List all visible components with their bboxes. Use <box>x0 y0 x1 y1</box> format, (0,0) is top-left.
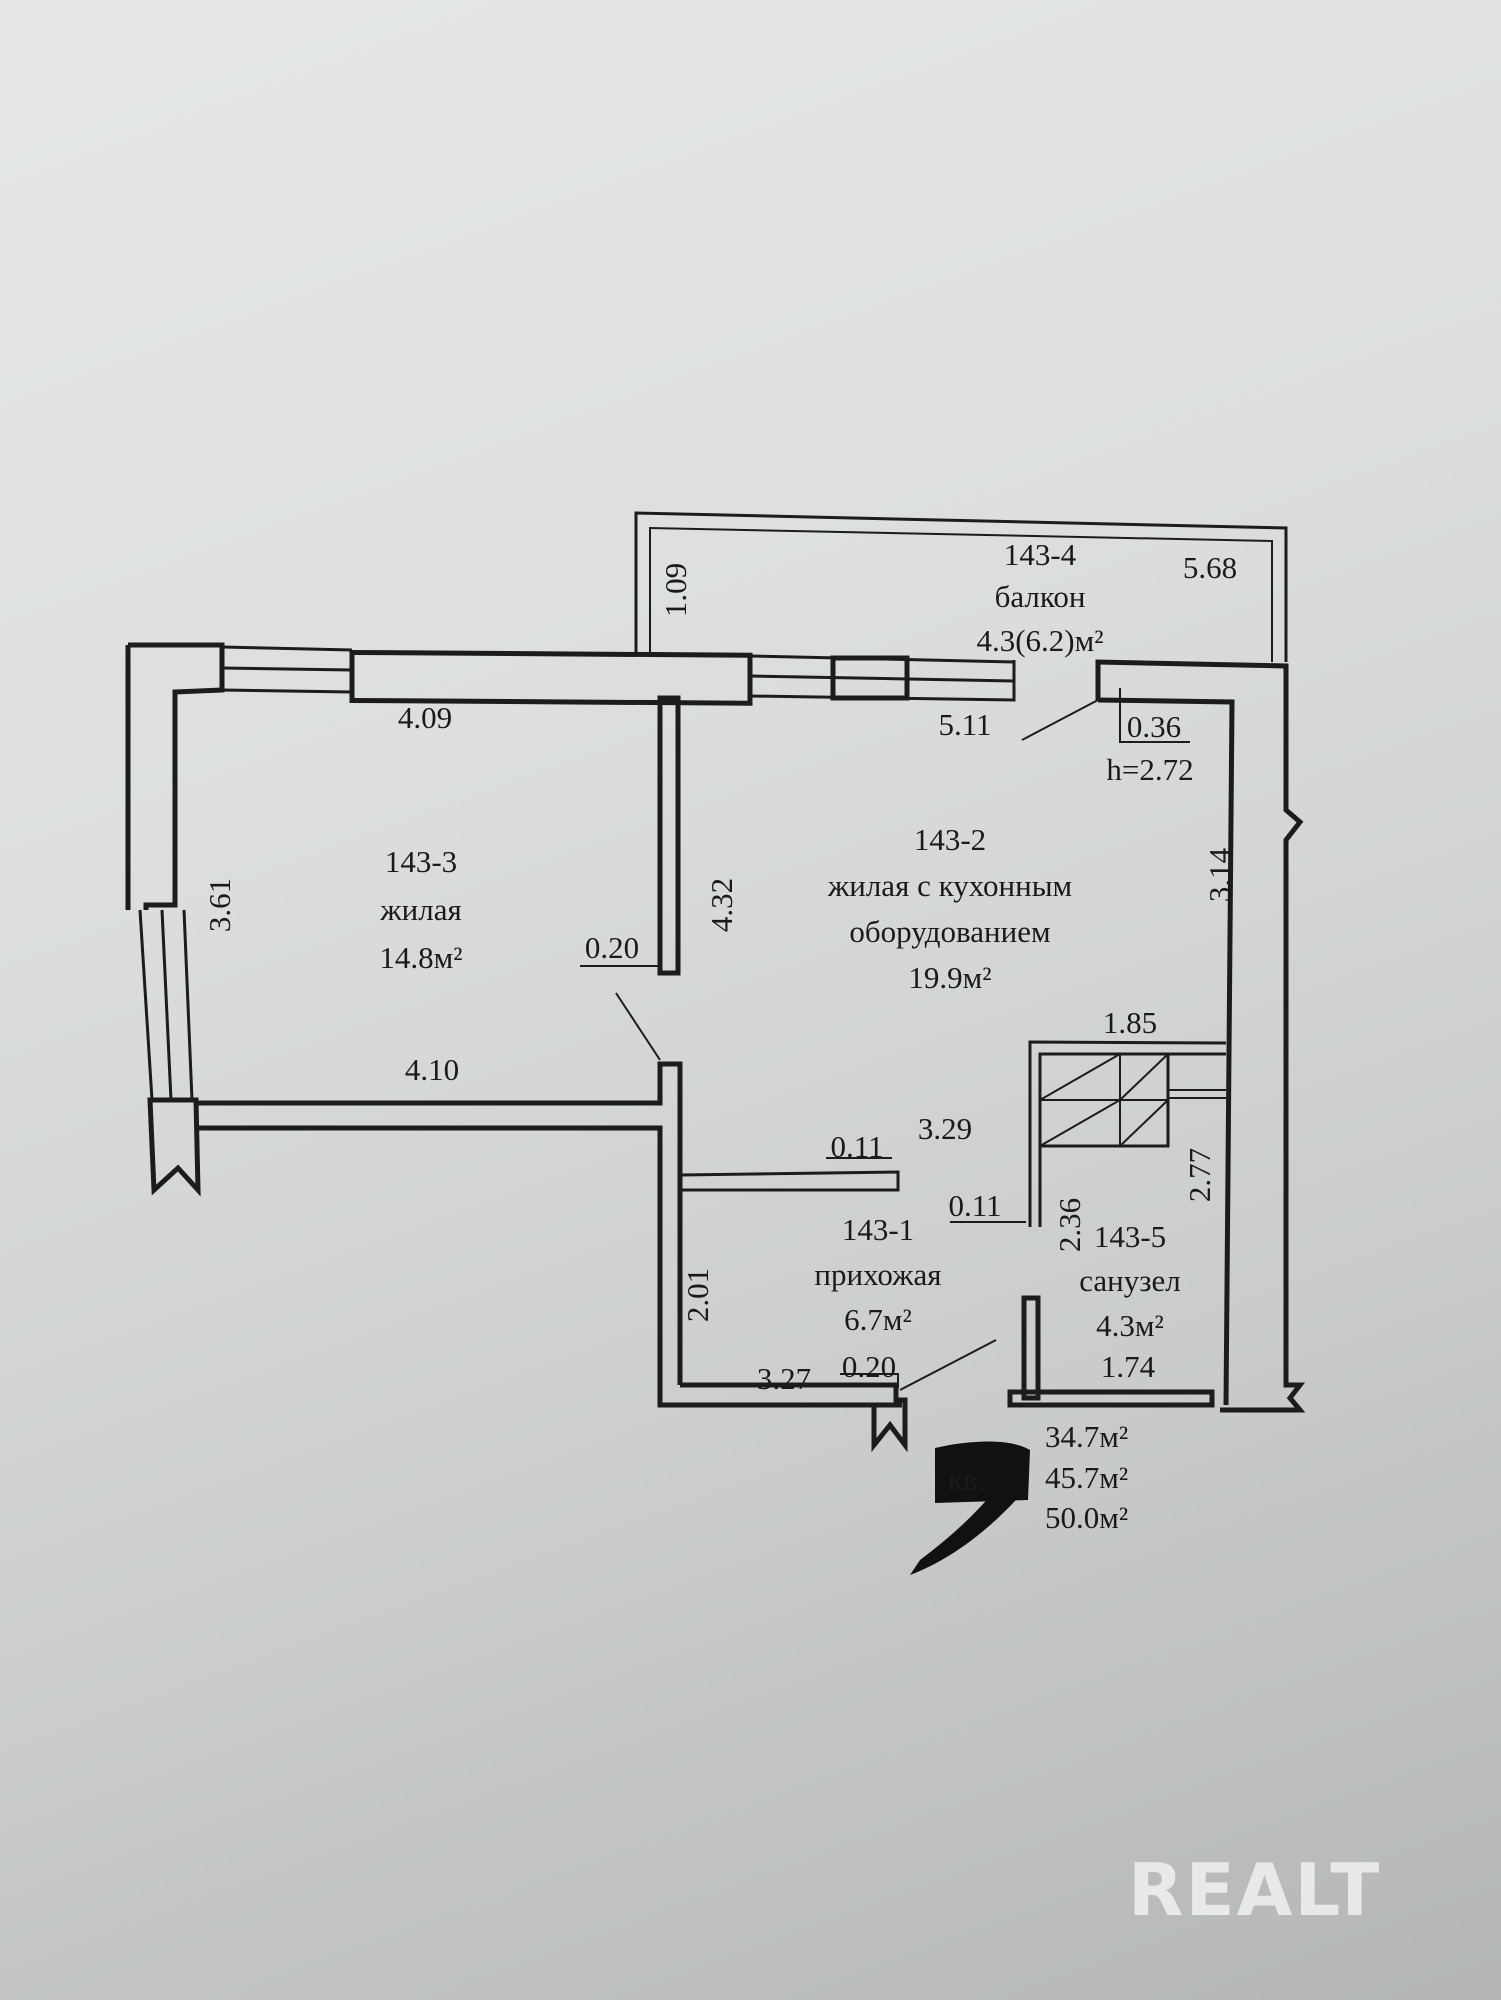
balcony-outline <box>634 511 1288 662</box>
left-window <box>138 909 201 1197</box>
dim-bath-inner-side: 2.36 <box>1052 1198 1087 1252</box>
hall-name: прихожая <box>814 1257 941 1292</box>
dim-hall-length: 3.29 <box>918 1111 972 1146</box>
dim-entry-wall: 0.20 <box>842 1349 896 1384</box>
dim-bath-bottom: 1.74 <box>1101 1349 1156 1384</box>
bathroom-block <box>1007 1040 1227 1408</box>
dim-room3-bottom: 4.10 <box>405 1052 459 1087</box>
dim-partition-thickness: 0.20 <box>585 930 639 965</box>
dim-partition-length: 4.32 <box>704 878 739 932</box>
dim-hall-wall-b: 0.11 <box>948 1188 1001 1223</box>
room3-id: 143-3 <box>385 844 457 879</box>
dim-bath-side: 2.77 <box>1182 1148 1217 1202</box>
total-area: 45.7м² <box>1045 1460 1128 1495</box>
top-wall <box>125 642 1016 910</box>
apartment-label: кв. <box>948 1462 985 1497</box>
dim-hall-side: 2.01 <box>680 1268 715 1322</box>
dim-room3-top: 4.09 <box>398 700 452 735</box>
balcony-area: 4.3(6.2)м² <box>976 623 1103 658</box>
dim-room3-side: 3.61 <box>202 878 237 932</box>
balcony-name: балкон <box>995 579 1086 614</box>
dim-bath-top: 1.85 <box>1103 1005 1157 1040</box>
ceiling-height: h=2.72 <box>1106 752 1193 787</box>
room2-area: 19.9м² <box>908 960 991 995</box>
bath-id: 143-5 <box>1094 1219 1166 1254</box>
dim-room2-side: 3.14 <box>1202 847 1237 902</box>
total-area-with-balcony: 50.0м² <box>1045 1500 1128 1535</box>
door-swings <box>580 688 1190 1391</box>
realt-watermark-logo: REALT <box>1128 1848 1382 1932</box>
interior-walls <box>196 695 908 1453</box>
bath-name: санузел <box>1079 1263 1180 1298</box>
room3-area: 14.8м² <box>379 940 462 975</box>
room2-name-line2: оборудованием <box>849 914 1050 949</box>
hall-area: 6.7м² <box>844 1302 912 1337</box>
room2-id: 143-2 <box>914 822 986 857</box>
hall-id: 143-1 <box>842 1212 914 1247</box>
balcony-id: 143-4 <box>1004 537 1077 572</box>
total-living-area: 34.7м² <box>1045 1419 1128 1454</box>
room2-name-line1: жилая с кухонным <box>827 868 1072 903</box>
dim-hall-bottom: 3.27 <box>757 1361 811 1396</box>
dim-balcony-length: 5.68 <box>1183 550 1237 585</box>
dim-balcony-depth: 1.09 <box>658 563 693 617</box>
dim-hall-wall-a: 0.11 <box>830 1129 883 1164</box>
bath-area: 4.3м² <box>1096 1308 1164 1343</box>
room3-name: жилая <box>379 892 462 927</box>
right-wall <box>1095 659 1306 1413</box>
redaction-mark <box>910 1441 1030 1575</box>
dim-room2-top: 5.11 <box>938 707 991 742</box>
dim-niche-depth: 0.36 <box>1127 709 1181 744</box>
